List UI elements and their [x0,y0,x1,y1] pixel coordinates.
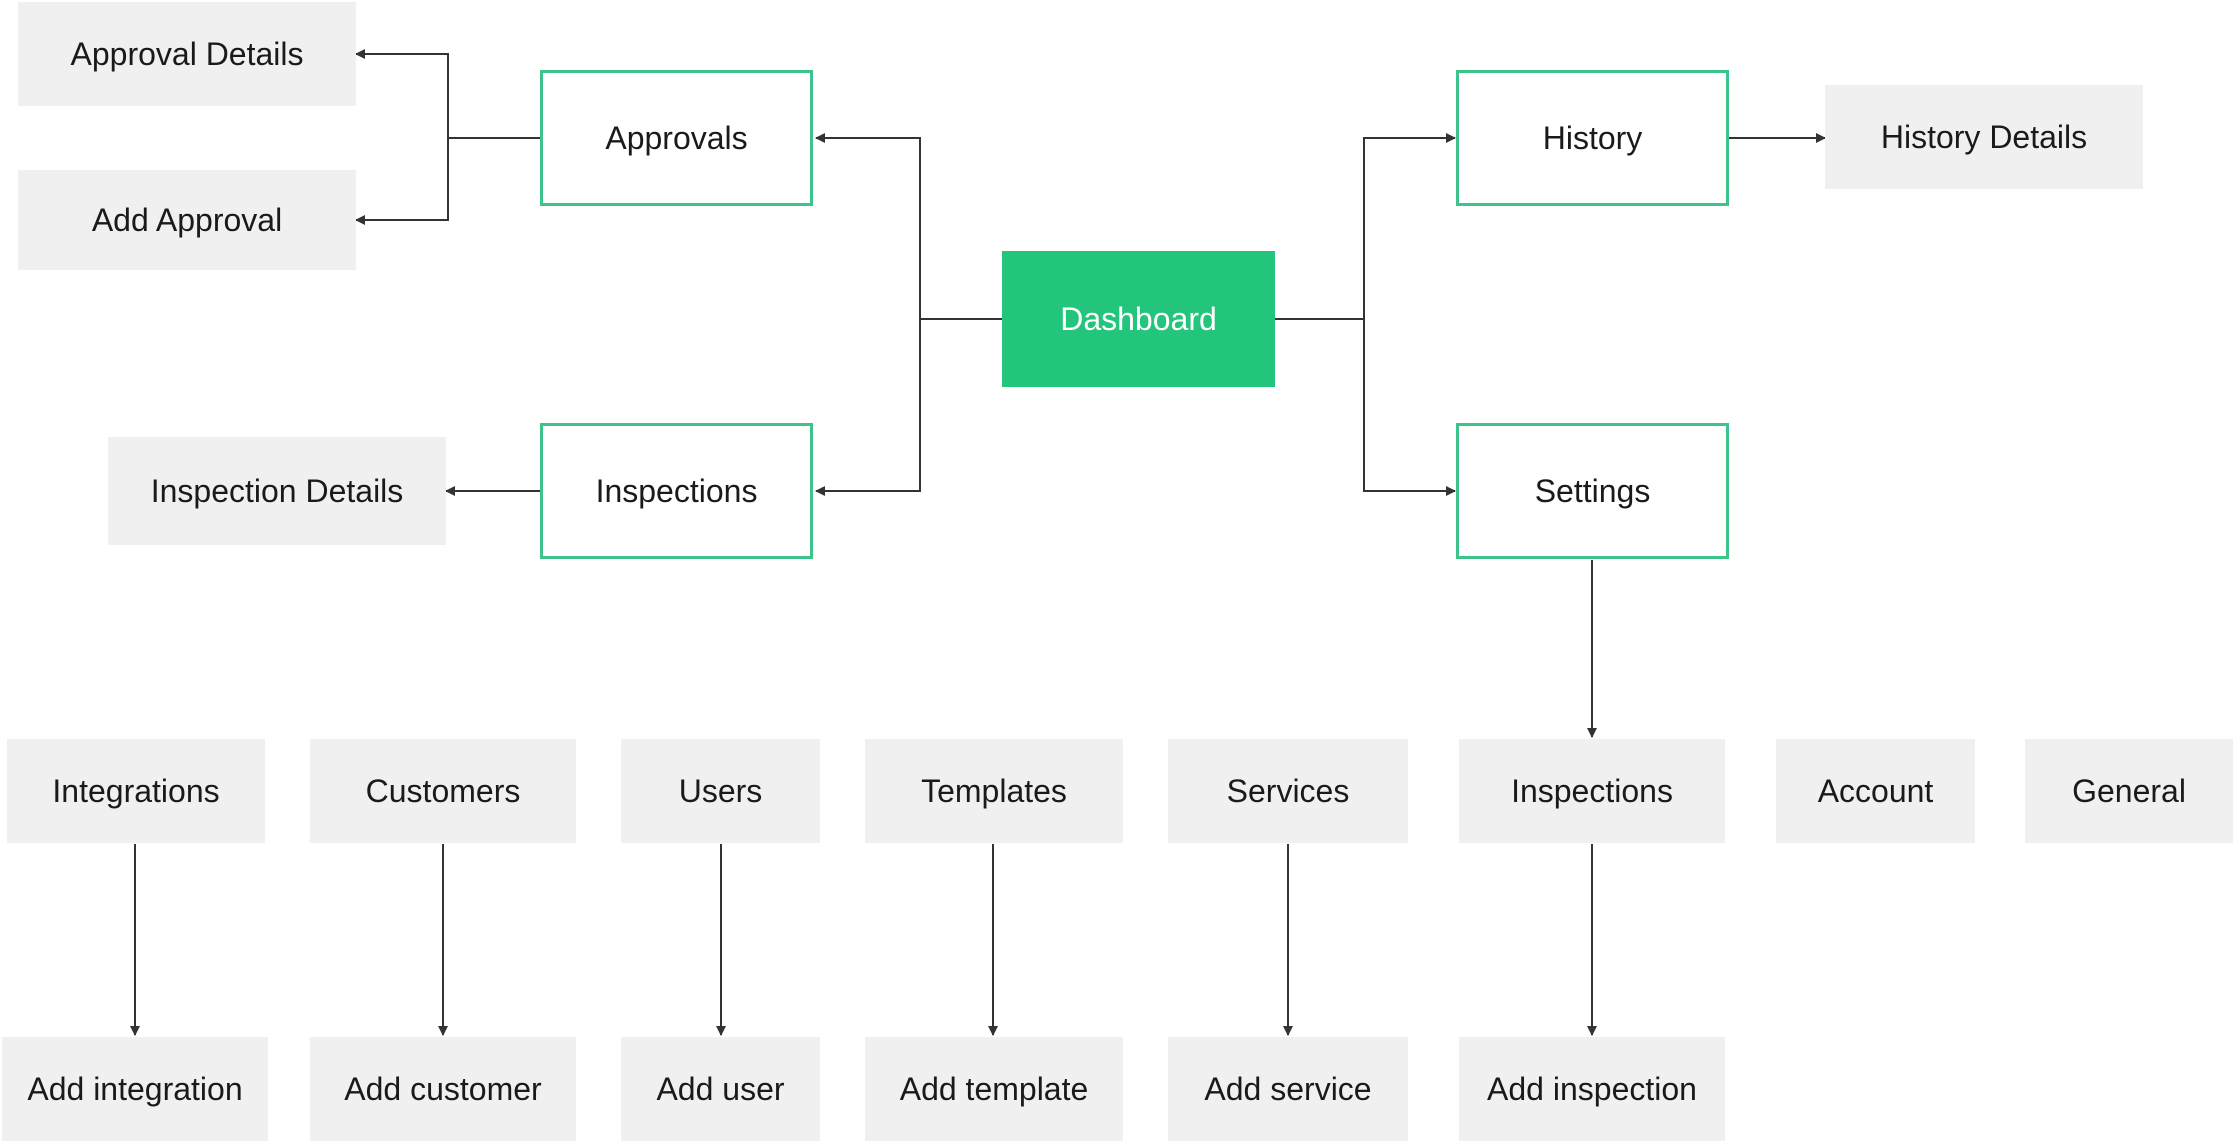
history-node[interactable]: History [1456,70,1729,206]
connector-dashboard-inspections [815,319,921,496]
account-node[interactable]: Account [1776,739,1975,843]
connector-approvals-add-approval [355,138,449,225]
inspections-node[interactable]: Inspections [540,423,813,559]
templates-node[interactable]: Templates [865,739,1123,843]
approvals-node[interactable]: Approvals [540,70,813,206]
users-node[interactable]: Users [621,739,820,843]
services-node[interactable]: Services [1168,739,1408,843]
approval-details-node[interactable]: Approval Details [18,2,356,106]
add-approval-node[interactable]: Add Approval [18,170,356,270]
integrations-node[interactable]: Integrations [7,739,265,843]
settings-node[interactable]: Settings [1456,423,1729,559]
history-details-node[interactable]: History Details [1825,85,2143,189]
add-service-node[interactable]: Add service [1168,1037,1408,1141]
connector-dashboard-approvals [815,133,1002,320]
add-inspection-node[interactable]: Add inspection [1459,1037,1725,1141]
general-node[interactable]: General [2025,739,2233,843]
customers-node[interactable]: Customers [310,739,576,843]
settings-inspections-node[interactable]: Inspections [1459,739,1725,843]
add-customer-node[interactable]: Add customer [310,1037,576,1141]
connector-approvals-approval-details [355,49,540,139]
add-template-node[interactable]: Add template [865,1037,1123,1141]
inspection-details-node[interactable]: Inspection Details [108,437,446,545]
connector-dashboard-settings [1363,319,1456,496]
dashboard-node[interactable]: Dashboard [1002,251,1275,387]
add-user-node[interactable]: Add user [621,1037,820,1141]
add-integration-node[interactable]: Add integration [2,1037,268,1141]
connector-dashboard-history [1275,133,1456,320]
